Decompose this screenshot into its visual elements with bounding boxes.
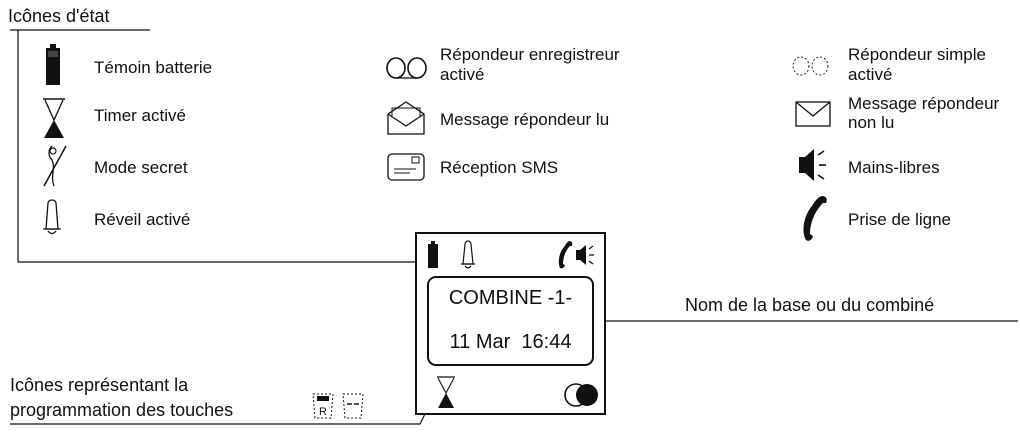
screen-handset-icon — [558, 241, 573, 269]
sms-icon — [387, 153, 425, 181]
answering-machine-simple-icon — [792, 56, 829, 76]
legend-label-simple-line2: activé — [848, 65, 893, 84]
legend-label-envelope-open: Message répondeur lu — [440, 110, 610, 129]
speaker-icon — [799, 149, 826, 181]
legend-label-alarm: Réveil activé — [94, 210, 191, 229]
legend-label-closed-line1: Message répondeur — [848, 94, 1000, 113]
display-text-panel: COMBINE -1- 11 Mar 16:44 — [427, 276, 594, 366]
screen-battery-icon — [428, 241, 438, 268]
key-r-icon: R — [312, 393, 334, 419]
envelope-closed-icon — [795, 101, 831, 127]
legend-label-sms: Réception SMS — [440, 158, 559, 177]
hourglass-icon — [43, 98, 65, 138]
section-title: Icônes d'état — [8, 6, 110, 26]
legend-label-closed-line2: non lu — [848, 113, 895, 132]
phone-display: COMBINE -1- 11 Mar 16:44 — [415, 232, 606, 415]
callout-base-name: Nom de la base ou du combiné — [685, 295, 935, 315]
key-r-label: R — [319, 406, 327, 418]
legend-label-simple-line1: Répondeur simple — [848, 45, 986, 64]
status-icons-connector — [17, 30, 420, 263]
secret-mode-icon — [43, 145, 67, 187]
alarm-bell-icon — [43, 199, 61, 235]
legend-label-secret: Mode secret — [94, 158, 188, 177]
legend-label-timer: Timer activé — [94, 106, 186, 125]
screen-alarm-bell-icon — [461, 240, 475, 269]
legend-label-recorder-line1: Répondeur enregistreur — [440, 45, 620, 64]
battery-icon — [46, 44, 60, 85]
envelope-open-icon — [387, 101, 425, 135]
legend-label-battery: Témoin batterie — [94, 58, 213, 77]
answering-machine-recorder-icon — [386, 57, 427, 79]
callout-keys-line1: Icônes représentant la — [10, 375, 189, 395]
callout-keys-line2: programmation des touches — [10, 400, 234, 420]
screen-answering-machine-icon — [564, 383, 598, 407]
handset-icon — [803, 196, 827, 241]
legend-label-speaker: Mains-libres — [848, 158, 940, 177]
legend-label-recorder-line2: activé — [440, 65, 485, 84]
key-intercom-icon — [342, 393, 364, 419]
display-line-1: COMBINE -1- — [448, 287, 573, 309]
screen-speaker-icon — [576, 245, 594, 265]
screen-hourglass-icon — [437, 376, 455, 408]
display-line-2: 11 Mar 16:44 — [449, 331, 572, 353]
legend-label-handset: Prise de ligne — [848, 210, 952, 229]
